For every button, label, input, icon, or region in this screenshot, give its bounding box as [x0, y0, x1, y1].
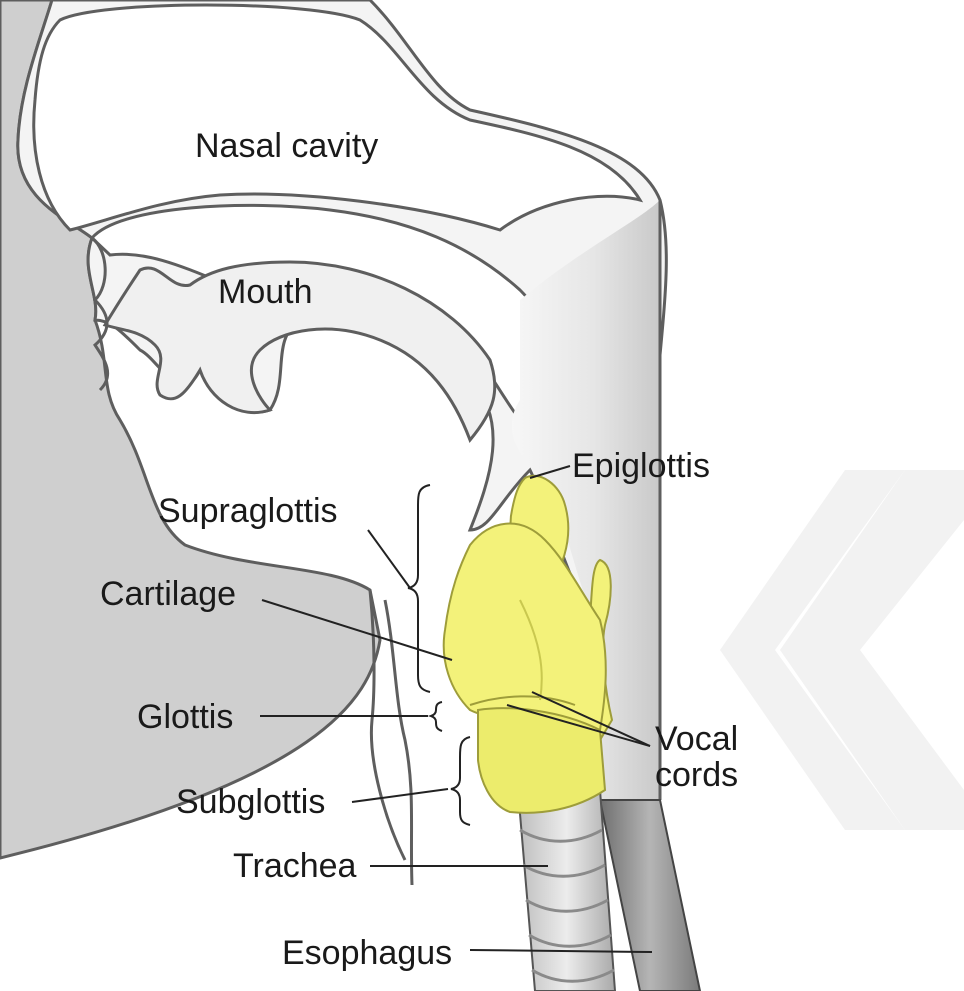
- label-glottis: Glottis: [137, 698, 233, 736]
- nasal-upper-chamber: [34, 5, 640, 230]
- label-esophagus: Esophagus: [282, 934, 452, 972]
- glottis-brace: [431, 702, 442, 731]
- label-mouth: Mouth: [218, 273, 313, 311]
- label-supraglottis: Supraglottis: [158, 492, 338, 530]
- label-epiglottis: Epiglottis: [572, 447, 710, 485]
- esophagus-tube: [600, 800, 700, 991]
- supraglottis-brace: [408, 485, 430, 692]
- subglottis-brace: [451, 737, 470, 825]
- label-vocal-cords-line1: Vocal: [655, 720, 738, 758]
- label-trachea: Trachea: [233, 847, 357, 885]
- trachea: [518, 790, 615, 991]
- subglottis-leader: [352, 789, 448, 802]
- label-nasal-cavity: Nasal cavity: [195, 127, 378, 165]
- esophagus-leader: [470, 950, 652, 952]
- cricoid-cartilage: [478, 708, 605, 813]
- label-subglottis: Subglottis: [176, 783, 325, 821]
- label-vocal-cords-line2: cords: [655, 756, 738, 794]
- supraglottis-leader: [368, 530, 410, 588]
- label-cartilage: Cartilage: [100, 575, 236, 613]
